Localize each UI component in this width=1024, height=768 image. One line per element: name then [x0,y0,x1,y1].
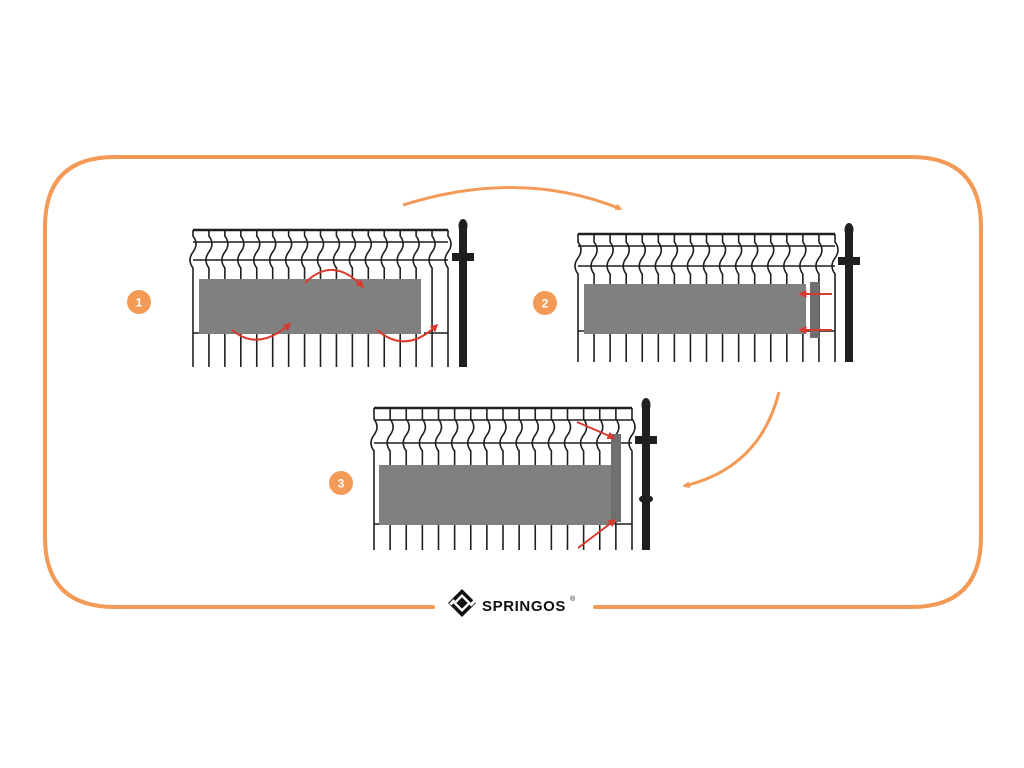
clip-strip [810,282,819,338]
flow-arrow-2-to-3 [682,391,781,489]
fence-post [452,219,474,367]
insert-arrow [576,421,616,440]
step-badge-1: 1 [127,290,151,314]
privacy-panel [584,284,806,334]
fence-post [635,398,657,550]
step-3-illustration [370,398,657,550]
step-number: 1 [136,296,143,310]
fence-mesh [574,232,839,362]
logo-registered-mark: ® [570,595,576,603]
logo-wordmark: SPRINGOS [482,598,566,615]
weave-arrow [376,323,439,343]
flow-arrow-1-to-2 [402,186,623,211]
diagram-frame [43,155,983,609]
fence-mesh [189,228,452,367]
panel-end-highlight [421,279,424,334]
weave-arrow [304,268,365,289]
weave-arrow [231,322,292,341]
privacy-panel [199,279,423,334]
springos-logo: SPRINGOS ® [448,589,576,617]
privacy-panel [379,465,615,525]
step-badge-3: 3 [329,471,353,495]
step-1-illustration [189,219,474,367]
step-number: 2 [542,297,549,311]
insert-arrow [577,519,617,549]
springos-logo-icon [448,589,476,617]
step-2-illustration [574,223,860,362]
clip-strip [611,434,621,522]
step-badge-2: 2 [533,291,557,315]
fence-post [838,223,860,362]
step-number: 3 [338,477,345,491]
